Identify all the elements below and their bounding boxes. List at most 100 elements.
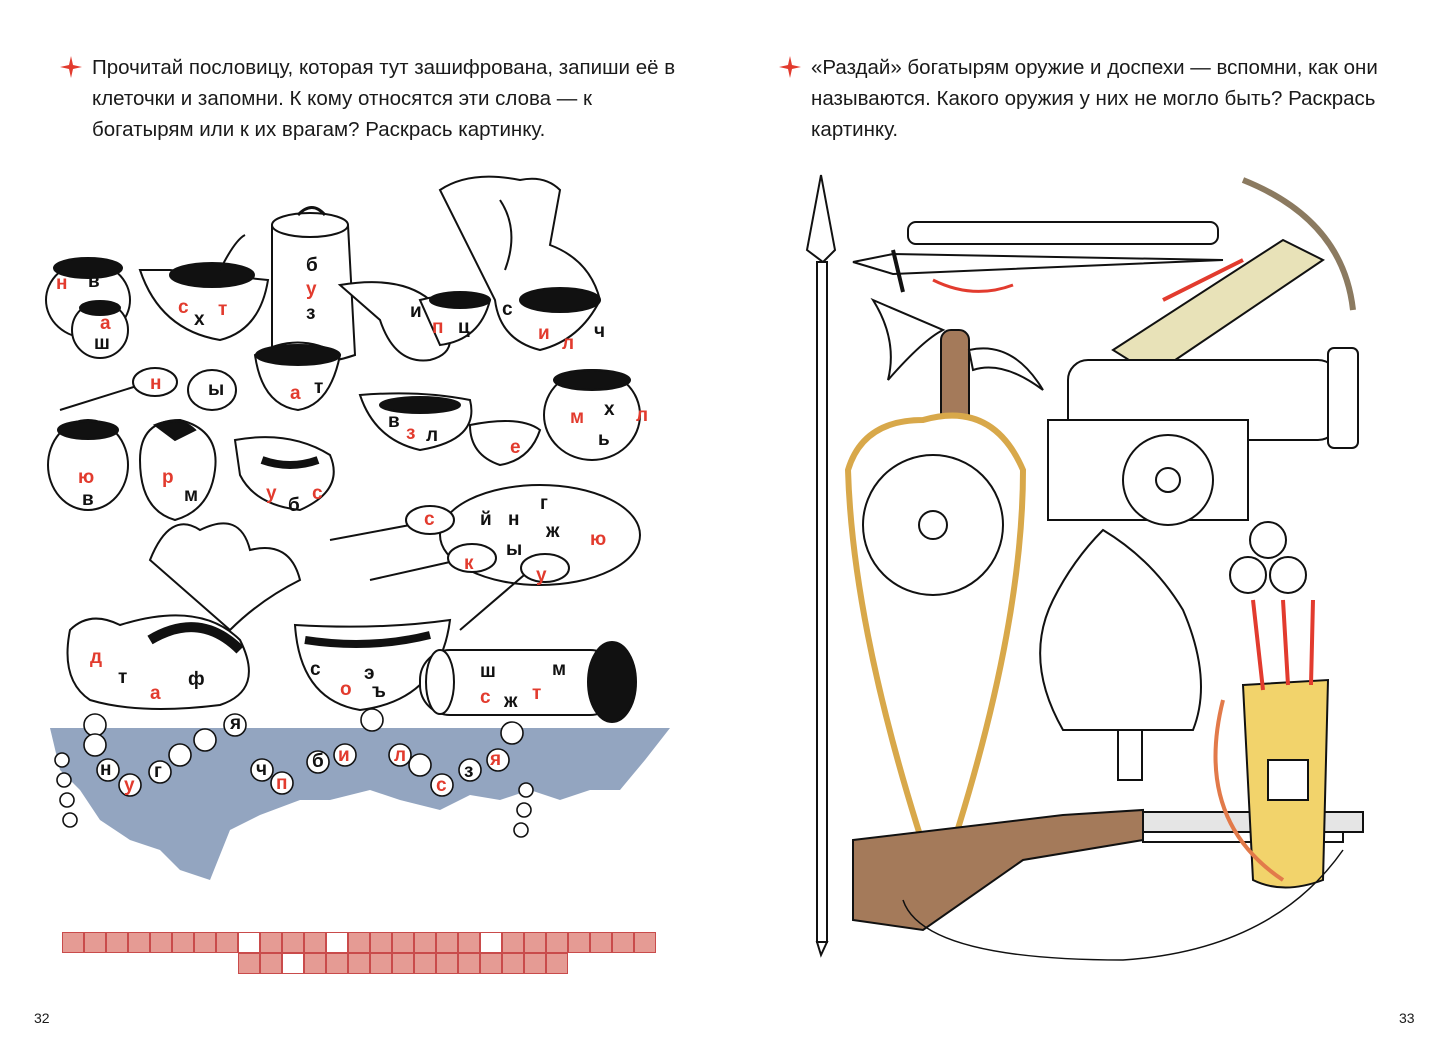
cipher-letter: л [394,745,407,766]
grid-cell[interactable] [480,953,502,974]
grid-cell[interactable] [216,932,238,953]
grid-cell[interactable] [414,953,436,974]
grid-cell[interactable] [392,953,414,974]
grid-cell[interactable] [326,953,348,974]
task-text: «Раздай» богатырям оружие и доспехи — вс… [811,56,1378,141]
cipher-letter: т [218,299,228,320]
grid-cell[interactable] [502,953,524,974]
cipher-letter: у [124,775,135,796]
grid-cell[interactable] [480,932,502,953]
tableware-illustration [45,175,670,880]
grid-cell[interactable] [84,932,106,953]
grid-cell[interactable] [370,932,392,953]
red-star-icon [60,56,82,78]
grid-cell[interactable] [260,932,282,953]
cipher-letter: б [306,255,318,276]
cipher-letter: л [636,405,649,426]
grid-cell[interactable] [634,932,656,953]
cipher-letter: н [150,373,162,394]
page-number: 33 [1399,1010,1415,1026]
cipher-letter: с [310,659,321,680]
grid-cell[interactable] [238,932,260,953]
cipher-letter: с [312,483,323,504]
cipher-letter: р [162,467,174,488]
grid-cell[interactable] [128,932,150,953]
cipher-letter: ц [458,317,470,338]
cipher-letter: е [510,437,521,458]
cipher-letter: ф [188,669,205,690]
task-text: Прочитай пословицу, которая тут зашифров… [92,56,676,141]
grid-cell[interactable] [282,953,304,974]
cipher-letter: в [82,489,94,510]
weapons-illustration [805,174,1364,961]
grid-cell[interactable] [524,953,546,974]
grid-cell[interactable] [546,953,568,974]
grid-cell[interactable] [436,953,458,974]
cipher-letter: н [100,759,112,780]
grid-cell[interactable] [348,932,370,953]
cipher-letter: и [338,745,350,766]
red-star-icon [779,56,801,78]
cipher-letter: п [276,773,288,794]
grid-cell[interactable] [282,932,304,953]
cipher-letter: т [118,667,128,688]
cipher-letter: и [410,301,422,322]
cipher-letter: а [290,383,301,404]
grid-cell[interactable] [194,932,216,953]
grid-cell[interactable] [436,932,458,953]
grid-cell[interactable] [150,932,172,953]
cipher-letter: г [540,493,548,514]
grid-cell[interactable] [458,932,480,953]
cipher-letter: ч [256,759,268,780]
grid-cell[interactable] [546,932,568,953]
cipher-letter: х [604,399,615,420]
cipher-letter: м [184,485,199,506]
grid-cell[interactable] [348,953,370,974]
cipher-letter: у [266,483,277,504]
cipher-letter: б [288,495,300,516]
grid-cell[interactable] [370,953,392,974]
grid-cell[interactable] [304,953,326,974]
cipher-letter: с [178,297,189,318]
left-page: Прочитай пословицу, которая тут зашифров… [0,0,722,1051]
cipher-letter: л [426,425,439,446]
cipher-letter: и [538,323,550,344]
cipher-letter: ч [594,321,606,342]
cipher-letter: ь [598,429,610,450]
grid-cell[interactable] [106,932,128,953]
grid-cell[interactable] [524,932,546,953]
grid-cell[interactable] [414,932,436,953]
cipher-letter: ж [546,521,560,542]
grid-cell[interactable] [502,932,524,953]
cipher-letter: х [194,309,205,330]
cipher-letter: з [464,761,474,782]
cipher-letter: ш [94,333,110,354]
grid-cell[interactable] [62,932,84,953]
cipher-letter: с [424,509,435,530]
cipher-letter: у [536,565,547,586]
grid-cell[interactable] [326,932,348,953]
cipher-letter: ы [506,539,523,560]
cipher-letter: т [532,683,542,704]
grid-cell[interactable] [260,953,282,974]
grid-cell[interactable] [590,932,612,953]
cipher-letter: з [306,303,316,324]
grid-cell[interactable] [172,932,194,953]
cipher-letter: я [490,749,502,770]
cipher-letter: ъ [372,681,386,702]
cipher-letter: н [508,509,520,530]
cipher-letter: б [312,751,324,772]
grid-cell[interactable] [458,953,480,974]
grid-cell[interactable] [568,932,590,953]
grid-cell[interactable] [612,932,634,953]
grid-cell[interactable] [392,932,414,953]
right-page: «Раздай» богатырям оружие и доспехи — вс… [723,0,1445,1051]
cipher-letter: й [480,509,492,530]
grid-cell[interactable] [238,953,260,974]
cipher-letter: з [406,423,416,444]
grid-cell[interactable] [304,932,326,953]
cipher-letter: с [436,775,447,796]
cipher-letter: м [552,659,567,680]
cipher-letter: в [388,411,400,432]
cipher-letter: ж [504,691,518,712]
